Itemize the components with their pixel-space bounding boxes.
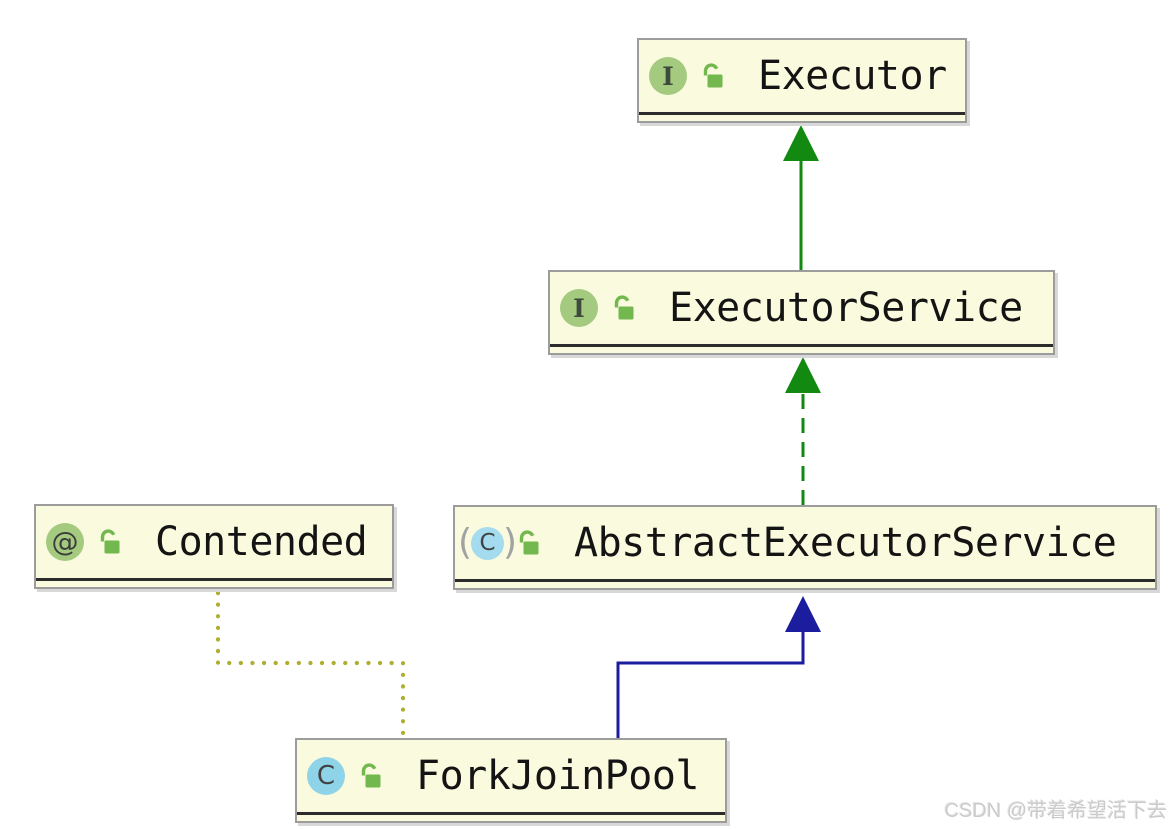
node-label: Executor [758,53,947,99]
public-unlocked-icon [612,294,636,322]
node-label: AbstractExecutorService [574,520,1117,566]
node-label: Contended [155,519,368,565]
class-node-executorservice[interactable]: I ExecutorService [548,270,1055,355]
node-separator [36,578,392,581]
public-unlocked-icon [359,762,383,790]
edge-extends-executorservice-to-executor [783,125,819,270]
badge-slot: C [307,757,359,795]
interface-icon: I [649,57,687,95]
csdn-watermark: CSDN @带着希望活下去 [944,800,1167,822]
edge-extends-forkjoinpool-to-abstractexecutorservice [616,596,821,738]
node-separator [297,812,725,815]
badge-slot: ( C ) [458,525,517,561]
badge-slot: I [649,57,701,95]
class-node-forkjoinpool[interactable]: C ForkJoinPool [295,738,727,823]
node-label: ExecutorService [669,285,1023,331]
interface-icon: I [560,289,598,327]
node-separator [455,579,1155,582]
badge-slot: I [560,289,612,327]
edge-annotation-contended-to-forkjoinpool [215,590,406,738]
public-unlocked-icon [517,529,541,557]
node-separator [550,344,1053,347]
class-letter: C [471,526,505,560]
class-icon: C [307,757,345,795]
node-separator [639,112,965,115]
class-node-contended[interactable]: @ Contended [34,504,394,589]
node-label: ForkJoinPool [416,753,699,799]
abstract-class-icon: ( C ) [458,525,517,561]
class-node-executor[interactable]: I Executor [637,38,967,123]
badge-slot: @ [46,523,98,561]
abstract-paren-right: ) [503,522,518,563]
annotation-icon: @ [46,523,84,561]
class-node-abstractexecutorservice[interactable]: ( C ) AbstractExecutorService [453,505,1157,590]
edge-implements-abstractexecutorservice-to-executorservice [785,357,821,505]
public-unlocked-icon [98,528,122,556]
public-unlocked-icon [701,62,725,90]
abstract-paren-left: ( [458,522,473,563]
